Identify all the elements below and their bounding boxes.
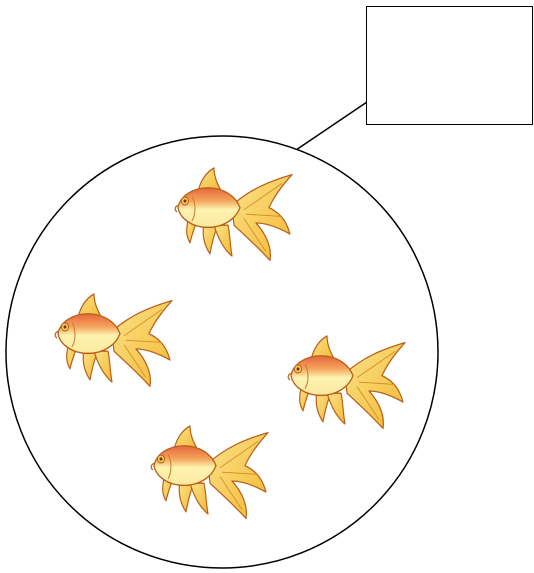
connector-line [296, 102, 367, 150]
answer-box[interactable] [366, 6, 533, 125]
